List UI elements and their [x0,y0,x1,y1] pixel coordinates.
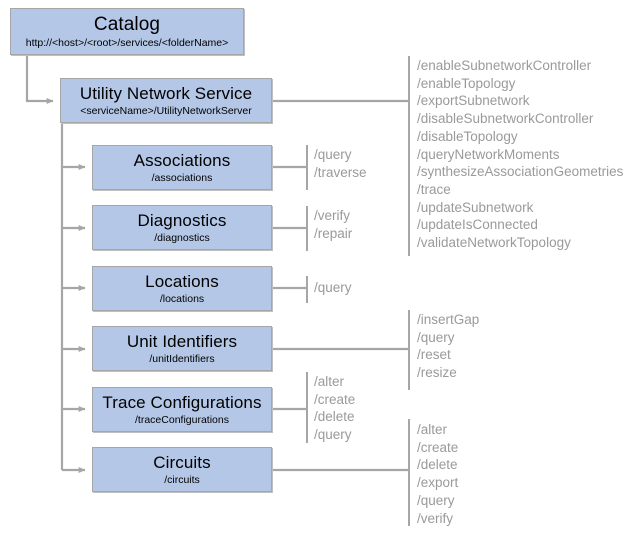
operation-item: /create [314,391,356,407]
operation-item: /enableTopology [417,75,516,91]
operation-item: /reset [417,347,451,363]
operation-item: /updateIsConnected [417,217,538,233]
operation-item: /alter [417,422,448,437]
operation-item: /query [314,280,352,295]
operation-item: /verify [417,510,454,526]
operation-item: /updateSubnetwork [417,199,534,215]
operation-item: /insertGap [417,312,480,327]
operation-item: /create [417,439,459,455]
operation-item: /query [417,492,455,508]
node-diagnostics[interactable]: Diagnostics /diagnostics [92,205,272,250]
operations-locations: /query [314,279,352,297]
operation-item: /export [417,475,459,491]
node-locations-path: /locations [159,292,205,305]
operations-utility-network-service: /enableSubnetworkController/enableTopolo… [417,57,623,252]
node-unit-identifiers-title: Unit Identifiers [126,331,238,351]
edge-catalog-to-utility-network-service [25,56,54,104]
operation-item: /disableSubnetworkController [417,111,594,127]
node-utility-network-service-title: Utility Network Service [79,83,253,103]
node-trace-configurations-path: /traceConfigurations [135,413,229,426]
node-catalog-path: http://<host>/<root>/services/<folderNam… [25,36,229,49]
node-trace-configurations-title: Trace Configurations [102,392,262,412]
node-circuits[interactable]: Circuits /circuits [92,447,272,492]
node-diagnostics-path: /diagnostics [154,231,210,244]
operation-item: /synthesizeAssociationGeometries [417,164,624,180]
operations-associations: /query/traverse [314,146,367,181]
operation-item: /enableSubnetworkController [417,58,592,73]
node-circuits-path: /circuits [164,473,200,486]
operations-trace-configurations: /alter/create/delete/query [314,373,355,444]
node-unit-identifiers-path: /unitIdentifiers [149,352,215,365]
operation-item: /disableTopology [417,128,518,144]
operation-item: /alter [314,374,345,389]
operations-circuits: /alter/create/delete/export/query/verify [417,421,458,527]
node-utility-network-service-path: <serviceName>/UtilityNetworkServer [80,104,252,117]
node-associations-title: Associations [133,150,231,170]
operations-diagnostics: /verify/repair [314,207,352,242]
node-catalog[interactable]: Catalog http://<host>/<root>/services/<f… [10,8,244,55]
operation-item: /traverse [314,164,367,180]
operations-unit-identifiers: /insertGap/query/reset/resize [417,311,479,382]
node-unit-identifiers[interactable]: Unit Identifiers /unitIdentifiers [92,326,272,371]
node-catalog-title: Catalog [93,13,161,35]
node-locations-title: Locations [145,271,219,291]
operation-item: /repair [314,225,353,241]
operation-item: /delete [417,457,458,473]
operation-item: /query [417,329,455,345]
operation-item: /verify [314,208,351,223]
operation-item: /queryNetworkMoments [417,146,560,162]
node-associations[interactable]: Associations /associations [92,145,272,190]
node-diagnostics-title: Diagnostics [137,210,227,230]
operation-item: /validateNetworkTopology [417,235,571,251]
node-circuits-title: Circuits [153,452,211,472]
operation-item: /trace [417,181,451,197]
node-locations[interactable]: Locations /locations [92,266,272,311]
operation-item: /delete [314,409,355,425]
operation-item: /exportSubnetwork [417,93,530,109]
operation-item: /resize [417,365,457,381]
node-associations-path: /associations [151,171,213,184]
node-utility-network-service[interactable]: Utility Network Service <serviceName>/Ut… [60,78,272,123]
operation-item: /query [314,147,352,162]
node-trace-configurations[interactable]: Trace Configurations /traceConfiguration… [92,387,272,432]
operation-item: /query [314,427,352,443]
